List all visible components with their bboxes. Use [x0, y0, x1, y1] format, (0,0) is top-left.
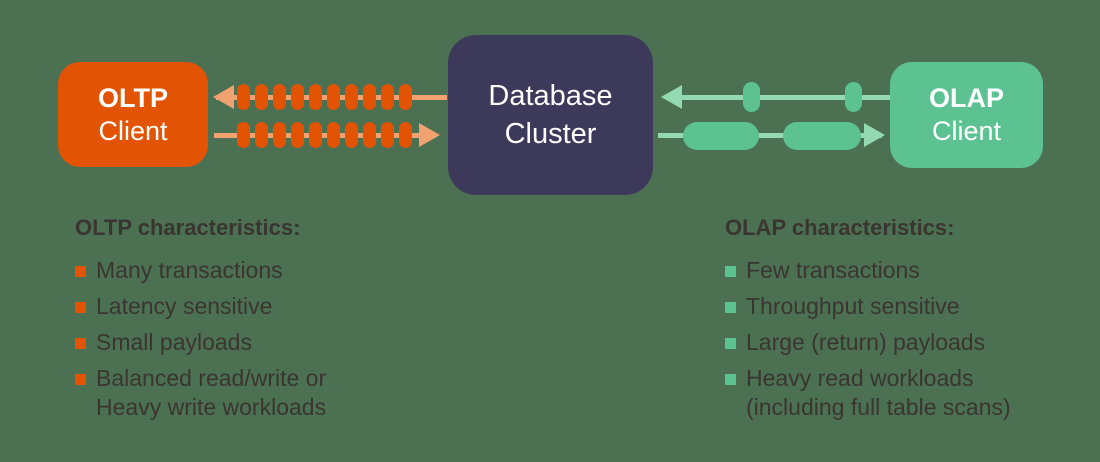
oltp-request-arrow-line — [214, 133, 436, 138]
transaction-bead — [399, 122, 412, 148]
list-item: Few transactions — [725, 256, 1085, 285]
database-cluster-label-line2: Cluster — [504, 118, 597, 150]
transaction-bead — [291, 84, 304, 110]
transaction-bead — [381, 84, 394, 110]
transaction-bead — [345, 84, 358, 110]
square-bullet-icon — [725, 302, 736, 313]
olap-client-label-line1: OLAP — [928, 83, 1004, 113]
square-bullet-icon — [725, 338, 736, 349]
olap-client-label-line2: Client — [931, 116, 1002, 146]
olap-characteristics-heading: OLAP characteristics: — [725, 215, 955, 240]
olap-response-payload-pill — [783, 122, 861, 150]
transaction-bead — [363, 122, 376, 148]
transaction-bead — [255, 84, 268, 110]
transaction-bead — [399, 84, 412, 110]
olap-response-arrowhead-icon — [864, 123, 885, 147]
database-cluster-box: Database Cluster — [448, 35, 653, 195]
transaction-bead — [309, 84, 322, 110]
oltp-response-arrowhead-icon — [213, 85, 234, 109]
list-item-label: Many transactions — [96, 257, 283, 283]
list-item: Throughput sensitive — [725, 292, 1085, 321]
list-item-label: Small payloads — [96, 329, 252, 355]
list-item-label: Few transactions — [746, 257, 920, 283]
transaction-bead — [381, 122, 394, 148]
transaction-bead — [237, 84, 250, 110]
transaction-bead — [345, 122, 358, 148]
list-item: Many transactions — [75, 256, 435, 285]
oltp-request-beads — [237, 122, 412, 148]
olap-characteristics-section: OLAP characteristics: Few transactions T… — [725, 216, 1085, 422]
olap-client-box: OLAP Client — [890, 62, 1043, 168]
list-item: Large (return) payloads — [725, 328, 1085, 357]
oltp-client-box: OLTP Client — [58, 62, 208, 167]
olap-response-payload-pill — [683, 122, 759, 150]
list-item-label: Heavy read workloads (including full tab… — [746, 365, 1011, 420]
olap-request-pill — [845, 82, 862, 112]
square-bullet-icon — [725, 266, 736, 277]
list-item: Small payloads — [75, 328, 435, 357]
olap-request-arrow-line — [666, 95, 890, 100]
transaction-bead — [255, 122, 268, 148]
list-item-label: Latency sensitive — [96, 293, 273, 319]
transaction-bead — [291, 122, 304, 148]
olap-request-arrowhead-icon — [661, 85, 682, 109]
list-item: Latency sensitive — [75, 292, 435, 321]
oltp-client-label-line2: Client — [98, 115, 168, 146]
list-item-label: Large (return) payloads — [746, 329, 986, 355]
transaction-bead — [237, 122, 250, 148]
transaction-bead — [273, 122, 286, 148]
list-item: Heavy read workloads (including full tab… — [725, 364, 1085, 422]
list-item-label: Balanced read/write or Heavy write workl… — [96, 365, 327, 420]
oltp-client-label-line1: OLTP — [98, 82, 168, 113]
transaction-bead — [327, 84, 340, 110]
database-cluster-label-line1: Database — [488, 80, 613, 112]
square-bullet-icon — [75, 302, 86, 313]
square-bullet-icon — [75, 338, 86, 349]
oltp-request-arrowhead-icon — [419, 123, 440, 147]
square-bullet-icon — [75, 374, 86, 385]
transaction-bead — [327, 122, 340, 148]
olap-response-arrow-line — [658, 133, 882, 138]
transaction-bead — [363, 84, 376, 110]
oltp-response-beads — [237, 84, 412, 110]
olap-characteristics-list: Few transactions Throughput sensitive La… — [725, 256, 1085, 422]
transaction-bead — [273, 84, 286, 110]
transaction-bead — [309, 122, 322, 148]
olap-request-pill — [743, 82, 760, 112]
oltp-characteristics-list: Many transactions Latency sensitive Smal… — [75, 256, 435, 422]
oltp-characteristics-section: OLTP characteristics: Many transactions … — [75, 216, 435, 422]
square-bullet-icon — [75, 266, 86, 277]
list-item-label: Throughput sensitive — [746, 293, 960, 319]
square-bullet-icon — [725, 374, 736, 385]
list-item: Balanced read/write or Heavy write workl… — [75, 364, 435, 422]
oltp-characteristics-heading: OLTP characteristics: — [75, 215, 301, 240]
